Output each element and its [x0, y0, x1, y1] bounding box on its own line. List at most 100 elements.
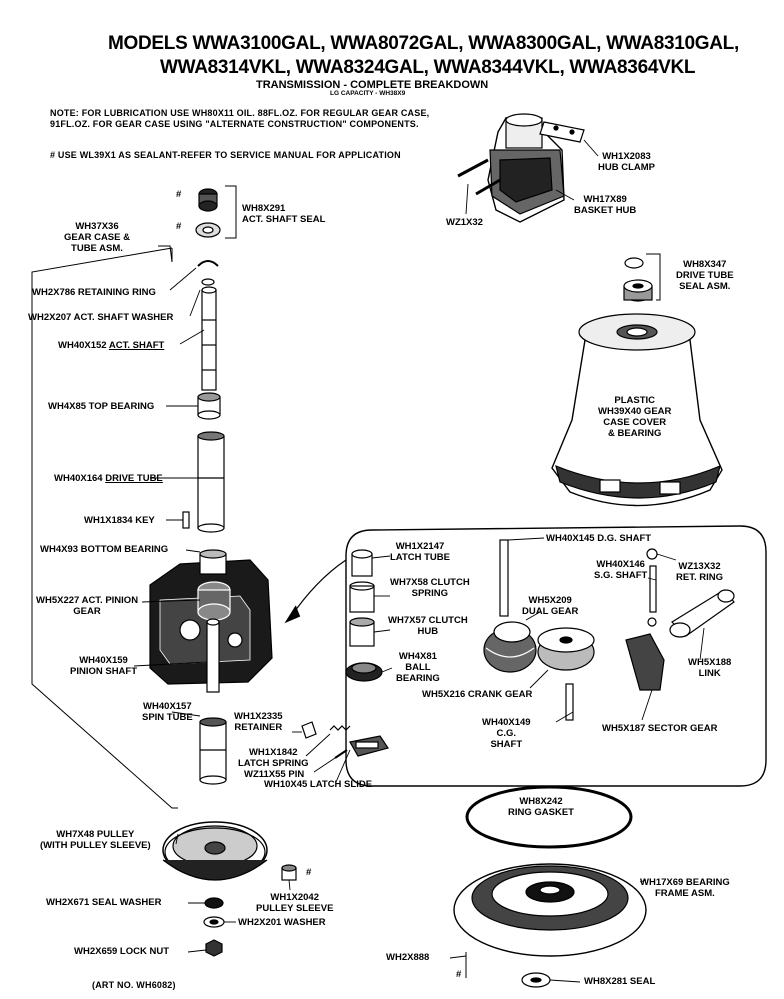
hash-mark: #	[176, 189, 182, 200]
part-name: WH5X227 ACT. PINION	[36, 595, 139, 606]
part-number: WH17X89	[583, 194, 627, 205]
part-name: GEAR CASE &	[64, 231, 130, 243]
sealant-note: # USE WL39X1 AS SEALANT-REFER TO SERVICE…	[50, 150, 401, 160]
part-number: WH1X2147	[395, 541, 445, 552]
part-number: WH40X159	[79, 655, 128, 666]
part-name: TUBE ASM.	[71, 242, 123, 254]
part-name: LINK	[698, 667, 721, 679]
part-name: HUB CLAMP	[598, 161, 655, 173]
spin-tube-part	[199, 717, 227, 785]
washer-label: WH2X201 WASHER	[238, 917, 326, 928]
gear-case-body	[149, 549, 273, 693]
part-name: CASE COVER	[603, 416, 667, 428]
part-name: SEAL ASM.	[679, 280, 731, 292]
part-name: BEARING	[396, 672, 440, 684]
part-name: FRAME ASM.	[654, 887, 715, 899]
ring-gasket-part	[465, 785, 633, 849]
part-name: SPRING	[411, 587, 449, 599]
wh2x888-label: WH2X888	[386, 952, 430, 963]
part-name: GEAR	[73, 605, 101, 617]
drive-tube-label: WH40X164 DRIVE TUBE	[54, 473, 163, 485]
part-name: SHAFT	[490, 738, 523, 750]
part-name: RET. RING	[676, 571, 723, 583]
part-number: WH8X242	[519, 796, 563, 807]
part-number: WZ13X32	[678, 561, 721, 572]
bubble-parts	[345, 539, 735, 721]
act-shaft-seal-parts	[195, 188, 221, 238]
top-bearing-label: WH4X85 TOP BEARING	[48, 401, 155, 412]
part-name: WH7X57 CLUTCH	[388, 615, 468, 626]
part-name: WH7X58 CLUTCH	[390, 577, 470, 588]
part-name: PLASTIC	[614, 395, 656, 406]
part-number: WH40X164	[54, 473, 103, 484]
retaining-ring-label: WH2X786 RETAINING RING	[32, 287, 156, 298]
hub-clamp-part	[539, 121, 585, 143]
drive-tube-part	[197, 431, 225, 533]
part-name: LATCH TUBE	[390, 551, 450, 563]
part-number: WH40X149	[482, 717, 531, 728]
left-assembly-boundary	[31, 247, 178, 809]
callout-pointer	[289, 559, 347, 619]
part-name: DRIVE TUBE	[676, 269, 734, 281]
part-name: C.G.	[496, 727, 517, 739]
gear-case-cover-part	[551, 313, 723, 507]
part-name: DRIVE TUBE	[105, 473, 163, 484]
act-shaft-label: WH40X152 ACT. SHAFT	[58, 340, 164, 352]
act-shaft-part	[201, 286, 217, 391]
lubrication-note-line-1: NOTE: FOR LUBRICATION USE WH80X11 OIL. 8…	[50, 108, 430, 118]
part-number: WH1X2042	[270, 892, 320, 903]
latch-parts	[301, 721, 389, 759]
title-line-2: WWA8314VKL, WWA8324GAL, WWA8344VKL, WWA8…	[160, 57, 696, 78]
part-name: BALL	[405, 661, 431, 673]
part-name: WH7X48 PULLEY	[56, 829, 135, 840]
gear-case-bracket	[158, 245, 173, 263]
part-name: PINION SHAFT	[70, 665, 138, 677]
bottom-bearing-label: WH4X93 BOTTOM BEARING	[40, 544, 169, 555]
pulley-label: WH7X48 PULLEY(WITH PULLEY SLEEVE)	[40, 829, 151, 852]
part-name: HUB	[417, 625, 439, 637]
seal-label: WH8X281 SEAL	[584, 976, 656, 987]
basket-hub-part	[457, 113, 565, 223]
seal-washer-label: WH2X671 SEAL WASHER	[46, 897, 162, 908]
title-line-1: MODELS WWA3100GAL, WWA8072GAL, WWA8300GA…	[108, 33, 739, 54]
part-number: WH5X188	[688, 657, 732, 668]
crank-gear-label: WH5X216 CRANK GEAR	[422, 689, 533, 700]
part-number: WH40X152	[58, 340, 107, 351]
capacity-note: LG CAPACITY - WH38X9	[330, 90, 406, 97]
part-name: (WITH PULLEY SLEEVE)	[40, 839, 151, 851]
dg-shaft-label: WH40X145 D.G. SHAFT	[546, 533, 652, 544]
part-number: WH4X81	[398, 651, 437, 662]
part-number: WH8X291	[242, 203, 286, 214]
key-part	[182, 511, 190, 529]
retaining-ring-part	[197, 260, 219, 286]
seal-washer-part	[204, 897, 224, 909]
part-number: WH37X36	[75, 221, 119, 232]
part-number: WH8X347	[683, 259, 727, 270]
bearing-frame-part	[453, 863, 647, 957]
top-bearing-part	[197, 392, 221, 420]
part-number: WH1X2335	[234, 711, 283, 722]
art-number: (ART NO. WH6082)	[92, 980, 176, 990]
part-name: ACT. SHAFT SEAL	[242, 213, 326, 225]
part-number: WH1X1842	[248, 747, 298, 758]
part-name: SPIN TUBE	[142, 711, 193, 723]
hash-mark: #	[306, 867, 312, 878]
